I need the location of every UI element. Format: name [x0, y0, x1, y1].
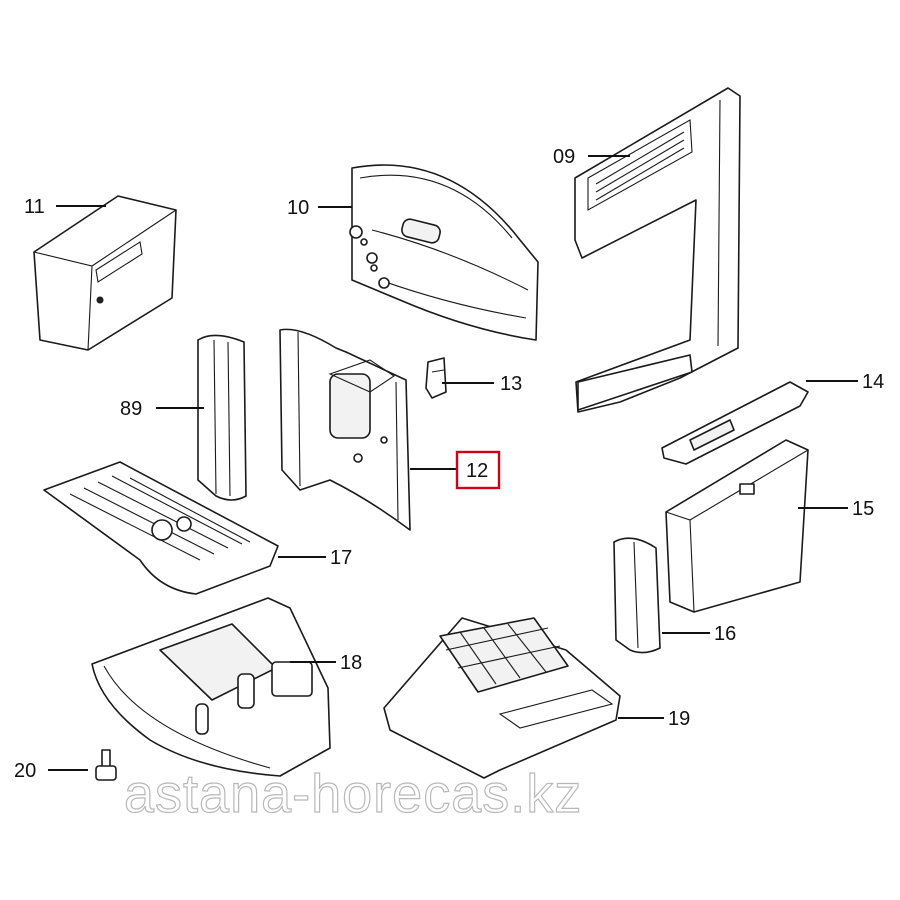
part-19-base-plate: [383, 617, 621, 779]
part-14-lid-strip: [661, 381, 809, 465]
callout-13: 13: [500, 373, 522, 395]
callout-12: 12: [466, 460, 488, 482]
callout-09: 09: [553, 146, 575, 168]
part-89-side-trim: [197, 334, 247, 501]
callout-14: 14: [862, 371, 884, 393]
leader-lines: [48, 155, 858, 771]
part-10-control-panel: [349, 164, 539, 341]
callout-20: 20: [14, 760, 36, 782]
part-18-tray-base: [91, 597, 331, 777]
highlight-box-12: [455, 450, 501, 490]
part-09-side-panel: [574, 87, 741, 413]
callout-11: 11: [24, 196, 45, 218]
part-13-clip: [425, 357, 447, 399]
part-20-screw: [95, 749, 117, 781]
callout-10: 10: [287, 197, 309, 219]
watermark: astana-horecas.kz: [124, 764, 582, 824]
callout-19: 19: [668, 708, 690, 730]
callout-89: 89: [120, 398, 142, 420]
part-15-container: [665, 439, 809, 613]
part-12-front-frame: [279, 328, 411, 531]
callout-15: 15: [852, 498, 874, 520]
callout-17: 17: [330, 547, 352, 569]
callout-labels: 09 10 11 12 13 14 15 16 17 18 19 20 89: [14, 146, 884, 782]
callout-18: 18: [340, 652, 362, 674]
callout-16: 16: [714, 623, 736, 645]
part-17-drip-grid: [43, 461, 279, 595]
part-16-side-trim: [613, 537, 661, 654]
part-11-water-tank: [33, 195, 177, 351]
